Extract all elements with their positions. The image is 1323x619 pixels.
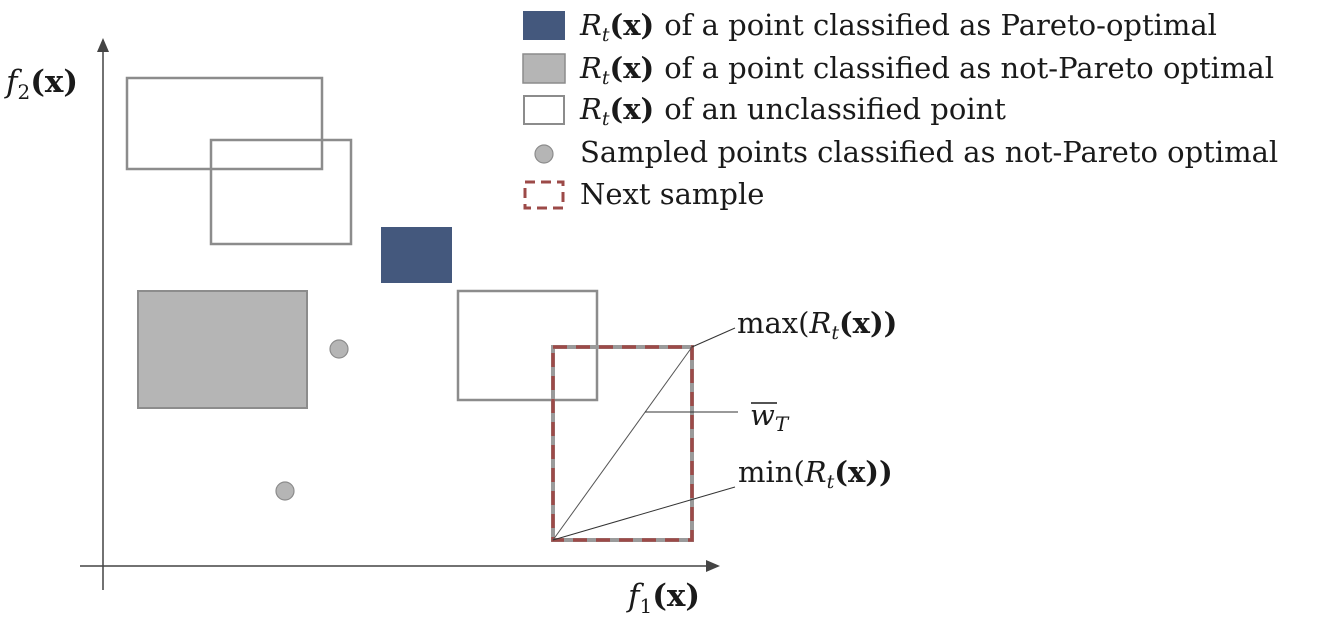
sampled-point-1 (329, 339, 349, 359)
sampled-point-2 (275, 481, 295, 501)
legend-label-sampled-points: Sampled points classified as not-Pareto … (580, 135, 1278, 169)
diagonal-wT (552, 346, 693, 541)
next-sample-region (551, 345, 694, 542)
legend-swatch-unclassified (523, 95, 565, 125)
legend-label-pareto: Rt(x)of a point classified as Pareto-opt… (579, 8, 1217, 46)
wbar-annotation: wT (750, 398, 790, 436)
legend: Rt(x)of a point classified as Pareto-opt… (522, 8, 1278, 211)
unclassified-region-2 (209, 138, 353, 246)
legend-label-unclassified: Rt(x)of an unclassified point (579, 92, 1006, 130)
unclassified-region-1 (125, 76, 324, 171)
legend-label-next-sample: Next sample (580, 177, 764, 211)
not-pareto-region (137, 290, 308, 409)
min-leader-line (552, 486, 736, 541)
legend-swatch-sampled-point (534, 144, 554, 164)
max-annotation: max(Rt(x)) (737, 306, 897, 344)
pareto-optimal-region (381, 227, 452, 283)
legend-swatch-next-sample (523, 180, 565, 210)
min-annotation: min(Rt(x)) (738, 455, 893, 493)
x-axis-label: f1(x) (626, 578, 700, 618)
max-leader-line (691, 327, 736, 348)
legend-swatch-pareto (523, 11, 565, 40)
y-axis-label: f2(x) (4, 64, 78, 104)
legend-label-not-pareto: Rt(x)of a point classified as not-Pareto… (579, 51, 1274, 89)
legend-swatch-not-pareto (522, 53, 566, 84)
